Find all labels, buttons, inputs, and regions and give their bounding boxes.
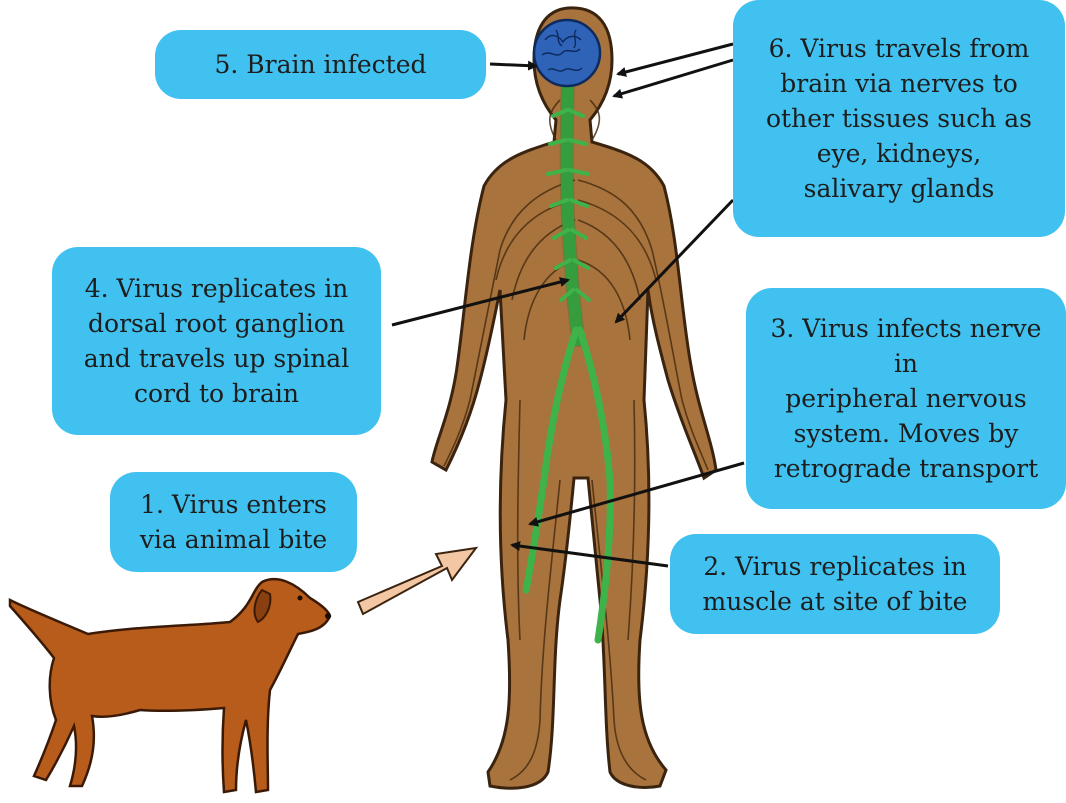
arrow-step6a [618, 44, 733, 74]
human-body-silhouette [432, 8, 716, 788]
brain-icon [534, 20, 600, 86]
step1-label-box: 1. Virus enters via animal bite [110, 472, 357, 572]
dog-eye [298, 596, 303, 601]
human-body-figure [432, 8, 716, 788]
step2-label-box: 2. Virus replicates in muscle at site of… [670, 534, 1000, 634]
step4-text: 4. Virus replicates in dorsal root gangl… [84, 271, 349, 411]
step5-text: 5. Brain infected [214, 47, 426, 82]
arrow-step6b [614, 60, 733, 96]
bite-entry-arrow [358, 548, 476, 614]
step5-label-box: 5. Brain infected [155, 30, 486, 99]
step3-text: 3. Virus infects nerve in peripheral ner… [756, 311, 1056, 486]
arrow-step5 [490, 64, 536, 66]
dog-nose [325, 613, 331, 619]
step6-text: 6. Virus travels from brain via nerves t… [766, 31, 1032, 206]
step3-label-box: 3. Virus infects nerve in peripheral ner… [746, 288, 1066, 509]
step6-label-box: 6. Virus travels from brain via nerves t… [733, 0, 1065, 237]
step2-text: 2. Virus replicates in muscle at site of… [703, 549, 968, 619]
dog-icon [10, 579, 331, 792]
step4-label-box: 4. Virus replicates in dorsal root gangl… [52, 247, 381, 435]
step1-text: 1. Virus enters via animal bite [140, 487, 327, 557]
dog-body [10, 579, 330, 792]
